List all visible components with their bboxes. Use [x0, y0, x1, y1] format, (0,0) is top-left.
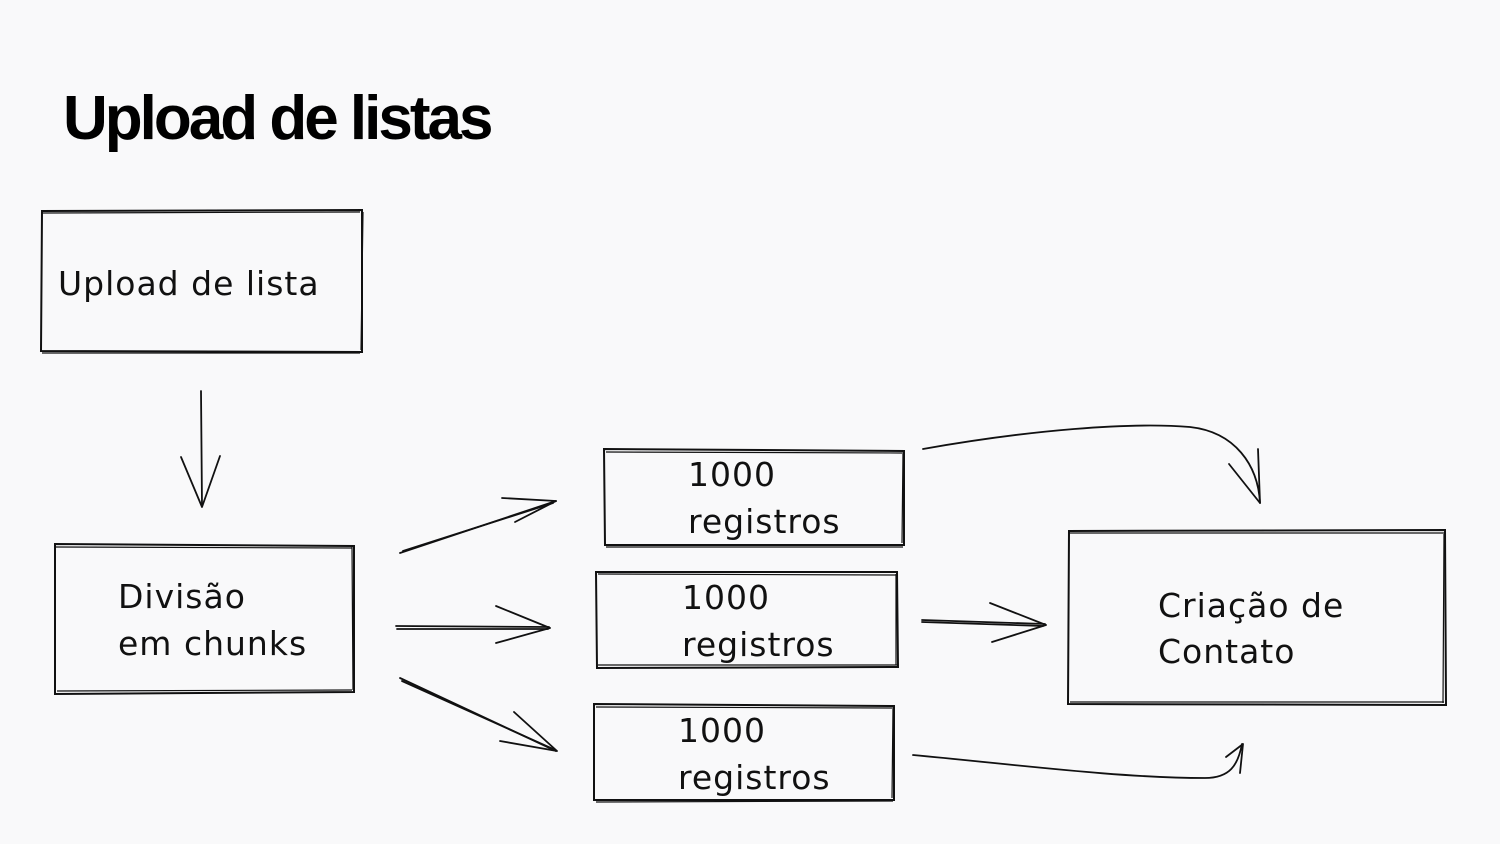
chunk-1-unit: registros [688, 502, 841, 541]
node-criacao-de-contato: Criação de Contato [1066, 528, 1448, 707]
node-divisao-line2: em chunks [118, 624, 307, 663]
node-chunk-2: 1000 registros [594, 571, 900, 670]
arrow-divisao-to-chunk-1 [399, 497, 557, 554]
arrow-chunk-1-to-contato [922, 424, 1261, 504]
arrow-divisao-to-chunk-2 [395, 605, 551, 644]
chunk-1-count: 1000 [688, 455, 776, 494]
page-title: Upload de listas [63, 84, 493, 153]
node-divisao-em-chunks: Divisão em chunks [54, 542, 355, 696]
node-contato-line2: Contato [1158, 632, 1295, 671]
node-chunk-1: 1000 registros [602, 447, 905, 548]
arrow-divisao-to-chunk-3 [399, 677, 558, 752]
chunk-3-count: 1000 [678, 711, 766, 750]
chunk-2-count: 1000 [682, 578, 770, 617]
node-divisao-line1: Divisão [118, 577, 246, 616]
node-contato-line1: Criação de [1158, 586, 1344, 625]
chunk-3-unit: registros [678, 758, 831, 797]
node-upload-de-lista: Upload de lista [39, 208, 364, 354]
chunk-2-unit: registros [682, 625, 835, 664]
arrow-chunk-2-to-contato [921, 602, 1047, 643]
node-chunk-3: 1000 registros [593, 702, 895, 803]
arrow-chunk-3-to-contato [912, 743, 1244, 779]
node-upload-label: Upload de lista [58, 264, 320, 303]
arrow-upload-to-divisao [180, 390, 221, 508]
